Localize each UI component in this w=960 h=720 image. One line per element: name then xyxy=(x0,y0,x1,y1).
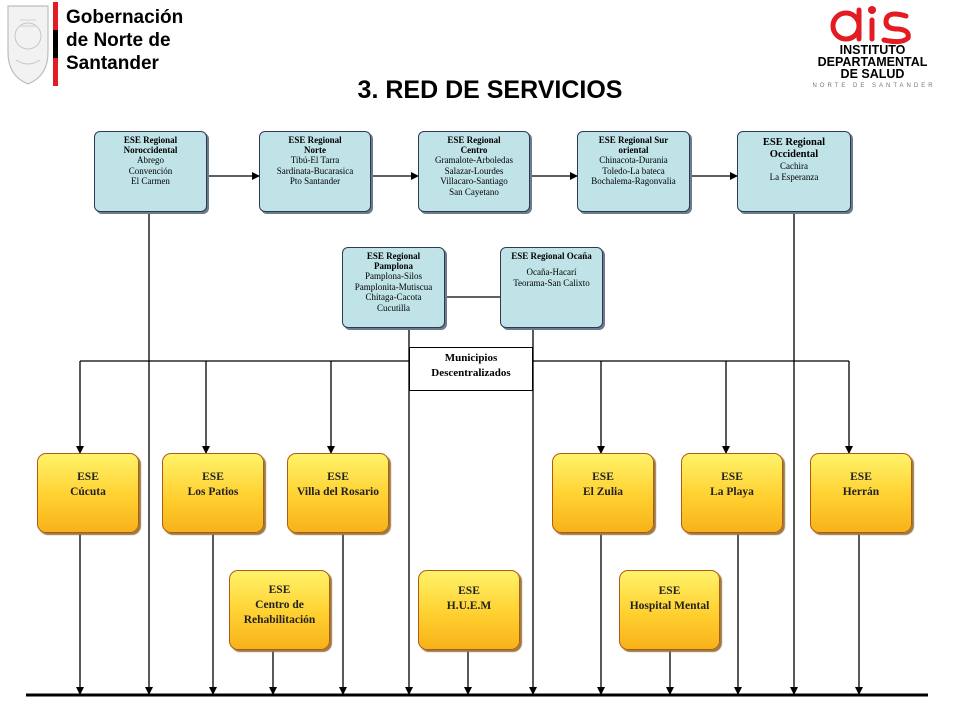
ids-line: DE SALUD xyxy=(840,67,905,81)
regional-title: Pamplona xyxy=(373,261,413,271)
regional-title: ESE Regional xyxy=(123,135,178,145)
gobernacion-line: de Norte de xyxy=(66,30,171,51)
regional-municipio: Convención xyxy=(128,165,173,176)
regional-municipio: La Esperanza xyxy=(769,171,819,182)
ese-label: Los Patios xyxy=(187,486,239,498)
regional-municipio: Teorama-San Calixto xyxy=(513,277,590,288)
ids-line: DEPARTAMENTAL xyxy=(817,55,928,69)
regional-municipio: Pto Santander xyxy=(289,176,341,186)
regional-title: ESE Regional xyxy=(447,135,501,145)
regional-municipio: Bochalema-Ragonvalia xyxy=(591,176,676,186)
regional-municipio: Tibú-El Tarra xyxy=(290,155,340,165)
regional-municipio: El Carmen xyxy=(131,176,170,186)
ese-label: La Playa xyxy=(710,486,754,498)
ese-regional-occidental: ESE Regional Occidental Cachira La Esper… xyxy=(737,131,851,212)
ese-label: ESE xyxy=(850,471,872,483)
municipios-descentralizados-box: Municipios Descentralizados xyxy=(409,347,533,391)
regional-municipio: Salazar-Lourdes xyxy=(444,165,504,176)
ese-centro-de-rehabilitacion: ESE Centro de Rehabilitación xyxy=(229,570,330,650)
ids-line: INSTITUTO xyxy=(839,43,906,57)
ese-label: Villa del Rosario xyxy=(297,486,379,498)
ese-label: Hospital Mental xyxy=(629,600,710,612)
gobernacion-line: Santander xyxy=(66,53,159,74)
regional-municipio: Pamplonita-Mutiscua xyxy=(354,281,433,292)
ese-label: El Zulia xyxy=(583,486,623,498)
ese-label: ESE xyxy=(268,584,291,596)
ese-regional-noroccidental: ESE Regional Noroccidental Abrego Conven… xyxy=(94,131,207,212)
ids-subtitle: NORTE DE SANTANDER xyxy=(812,83,936,89)
ese-huem: ESE H.U.E.M xyxy=(418,570,520,650)
regional-municipio: Sardinata-Bucarasica xyxy=(276,165,354,176)
regional-title: ESE Regional Ocaña xyxy=(511,251,592,261)
municipios-label: Descentralizados xyxy=(431,367,511,379)
regional-title: Noroccidental xyxy=(123,145,178,155)
ese-label: ESE xyxy=(458,585,480,597)
ese-label: ESE xyxy=(77,471,99,483)
ese-label: ESE xyxy=(658,585,681,597)
ids-name: INSTITUTO DEPARTAMENTAL DE SALUD xyxy=(795,43,950,81)
gobernacion-text: Gobernación de Norte de Santander xyxy=(66,6,183,75)
ese-la-playa: ESE La Playa xyxy=(681,453,783,533)
regional-municipio: Gramalote-Arboledas xyxy=(435,155,513,165)
ese-regional-centro: ESE Regional Centro Gramalote-Arboledas … xyxy=(418,131,530,212)
regional-municipio: Chitaga-Cacota xyxy=(365,292,422,302)
ese-villa-del-rosario: ESE Villa del Rosario xyxy=(287,453,389,533)
ese-regional-ocana: ESE Regional Ocaña Ocaña-Hacarí Teorama-… xyxy=(500,247,603,328)
regional-title: Occidental xyxy=(769,149,819,160)
ese-label: Cúcuta xyxy=(70,486,106,498)
ese-regional-norte: ESE Regional Norte Tibú-El Tarra Sardina… xyxy=(259,131,371,212)
regional-title: ESE Regional Sur xyxy=(598,135,669,145)
ids-logo-mark xyxy=(830,6,911,45)
regional-title: ESE Regional xyxy=(366,251,421,261)
regional-municipio: Toledo-La bateca xyxy=(602,165,665,176)
page-title: 3. RED DE SERVICIOS xyxy=(357,76,623,104)
ese-label: ESE xyxy=(202,471,224,483)
regional-title: ESE Regional xyxy=(288,135,342,145)
gobernacion-color-bar xyxy=(53,2,58,86)
regional-title: oriental xyxy=(618,145,649,155)
ese-regional-sur-oriental: ESE Regional Sur oriental Chinacota-Dura… xyxy=(577,131,690,212)
ese-label: ESE xyxy=(721,471,743,483)
regional-municipio: Pamplona-Silos xyxy=(364,271,422,281)
regional-municipio: Abrego xyxy=(137,155,164,165)
ese-los-patios: ESE Los Patios xyxy=(162,453,264,533)
ese-label: Rehabilitación xyxy=(243,614,316,626)
ese-label: Herrán xyxy=(842,486,880,498)
ese-herran: ESE Herrán xyxy=(810,453,912,533)
regional-municipio: Villacaro-Santiago xyxy=(440,176,508,186)
ese-hospital-mental: ESE Hospital Mental xyxy=(619,570,720,650)
municipios-label: Municipios xyxy=(444,352,498,364)
regional-title: ESE Regional xyxy=(762,137,826,148)
regional-title: Centro xyxy=(460,145,488,155)
regional-municipio: San Cayetano xyxy=(449,186,499,197)
ese-label: ESE xyxy=(592,471,614,483)
regional-title: Norte xyxy=(304,145,326,155)
gobernacion-crest-logo xyxy=(7,5,49,85)
ese-regional-pamplona: ESE Regional Pamplona Pamplona-Silos Pam… xyxy=(342,247,445,328)
ese-el-zulia: ESE El Zulia xyxy=(552,453,654,533)
ese-cucuta: ESE Cúcuta xyxy=(37,453,139,533)
regional-municipio: Cachira xyxy=(780,161,808,171)
regional-municipio: Cucutilla xyxy=(377,302,410,313)
regional-municipio: Chinacota-Durania xyxy=(599,155,668,165)
ese-label: ESE xyxy=(327,471,349,483)
ese-label: H.U.E.M xyxy=(446,600,492,612)
regional-municipio: Ocaña-Hacarí xyxy=(526,267,577,277)
ese-label: Centro de xyxy=(255,599,304,611)
gobernacion-line: Gobernación xyxy=(66,7,184,28)
